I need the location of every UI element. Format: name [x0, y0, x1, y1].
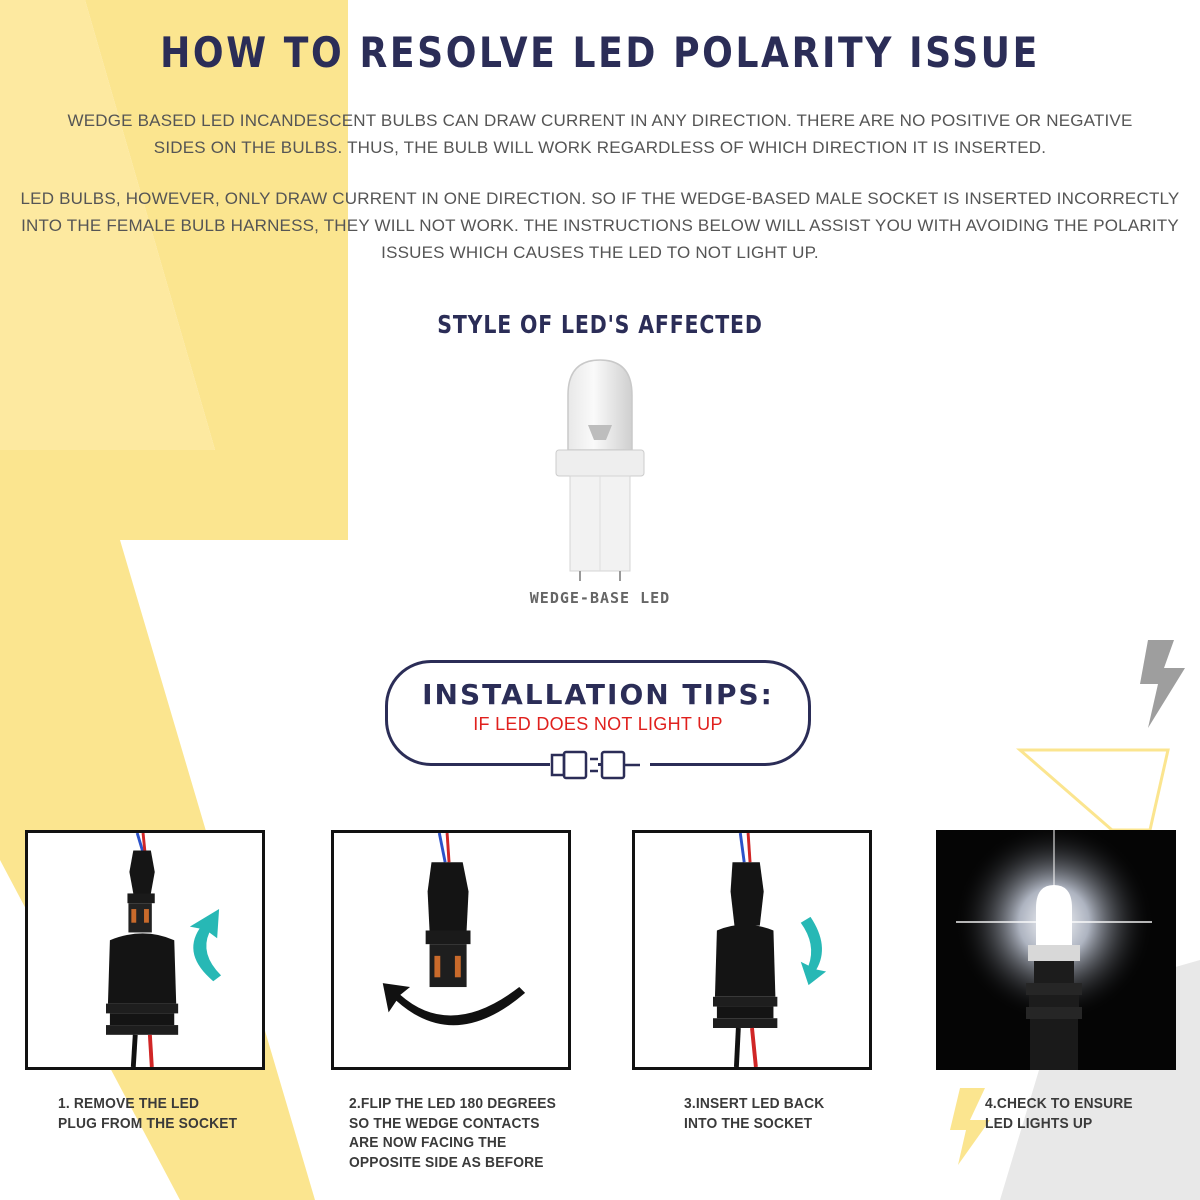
step-2-caption: 2.FLIP THE LED 180 DEGREES SO THE WEDGE … [349, 1095, 556, 1171]
step-2-photo [331, 830, 571, 1070]
intro-paragraph: WEDGE BASED LED INCANDESCENT BULBS CAN D… [67, 111, 1133, 157]
wedge-led-caption: WEDGE-BASE LED [529, 589, 671, 607]
step-1-photo [25, 830, 265, 1070]
curved-arrow-down-icon [800, 916, 827, 986]
curved-arrow-flip-icon [382, 983, 526, 1026]
step-4-caption: 4.CHECK TO ENSURE LED LIGHTS UP [985, 1095, 1133, 1132]
installation-tips-subtitle: IF LED DOES NOT LIGHT UP [473, 714, 723, 734]
step-4-photo [936, 830, 1176, 1070]
lightning-bolt-icon [1140, 640, 1185, 728]
wedge-led-bulb-icon [555, 359, 645, 581]
installation-tips-title: INSTALLATION TIPS: [422, 678, 774, 711]
page-title: HOW TO RESOLVE LED POLARITY ISSUE [160, 28, 1040, 77]
step-3-photo [632, 830, 872, 1070]
curved-arrow-up-icon [189, 909, 222, 982]
step-1-caption: 1. REMOVE THE LED PLUG FROM THE SOCKET [58, 1095, 238, 1132]
affected-style-heading: STYLE OF LED'S AFFECTED [437, 310, 763, 339]
polarity-paragraph: LED BULBS, HOWEVER, ONLY DRAW CURRENT IN… [20, 189, 1180, 262]
step-3-caption: 3.INSERT LED BACK INTO THE SOCKET [684, 1095, 825, 1132]
plug-connector-icon [550, 750, 650, 780]
installation-tips-box [385, 660, 811, 766]
